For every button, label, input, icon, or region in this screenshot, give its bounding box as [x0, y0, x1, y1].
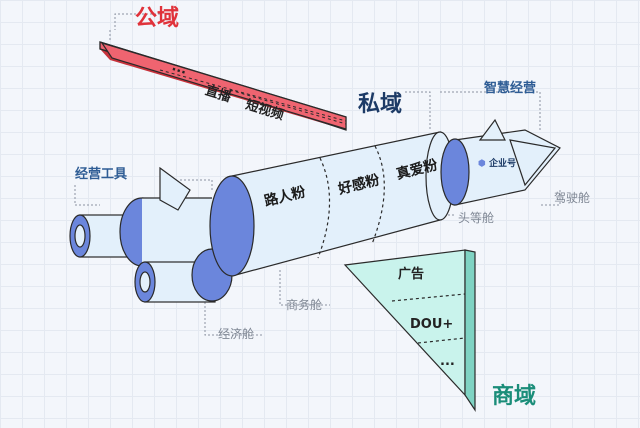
private-domain-title: 私域 — [358, 92, 403, 117]
cockpit-shape — [440, 118, 561, 206]
commercial-domain-title: 商域 — [492, 384, 537, 409]
ops-tools-label: 经营工具 — [75, 167, 128, 182]
cockpit-label: 驾驶舱 — [554, 191, 591, 205]
fuselage-shape — [209, 131, 455, 277]
smart-ops-label: 智慧经营 — [484, 81, 537, 96]
commercial-wing-item: ... — [440, 354, 455, 369]
economy-class-label: 经济舱 — [218, 327, 255, 341]
business-class-label: 商务舱 — [286, 298, 323, 312]
public-wing-face — [100, 41, 347, 130]
commercial-wing-item: DOU+ — [410, 317, 454, 332]
brand-logo-text: 企业号 — [489, 159, 517, 169]
rear-engines — [69, 197, 233, 303]
first-class-label: 头等舱 — [458, 211, 495, 225]
rear-fin — [159, 166, 191, 211]
commercial-wing-shape — [343, 249, 476, 412]
commercial-wing-item: 广告 — [398, 267, 425, 282]
public-domain-title: 公域 — [135, 6, 180, 31]
brand-logo: ⬢ 企业号 — [478, 159, 517, 169]
